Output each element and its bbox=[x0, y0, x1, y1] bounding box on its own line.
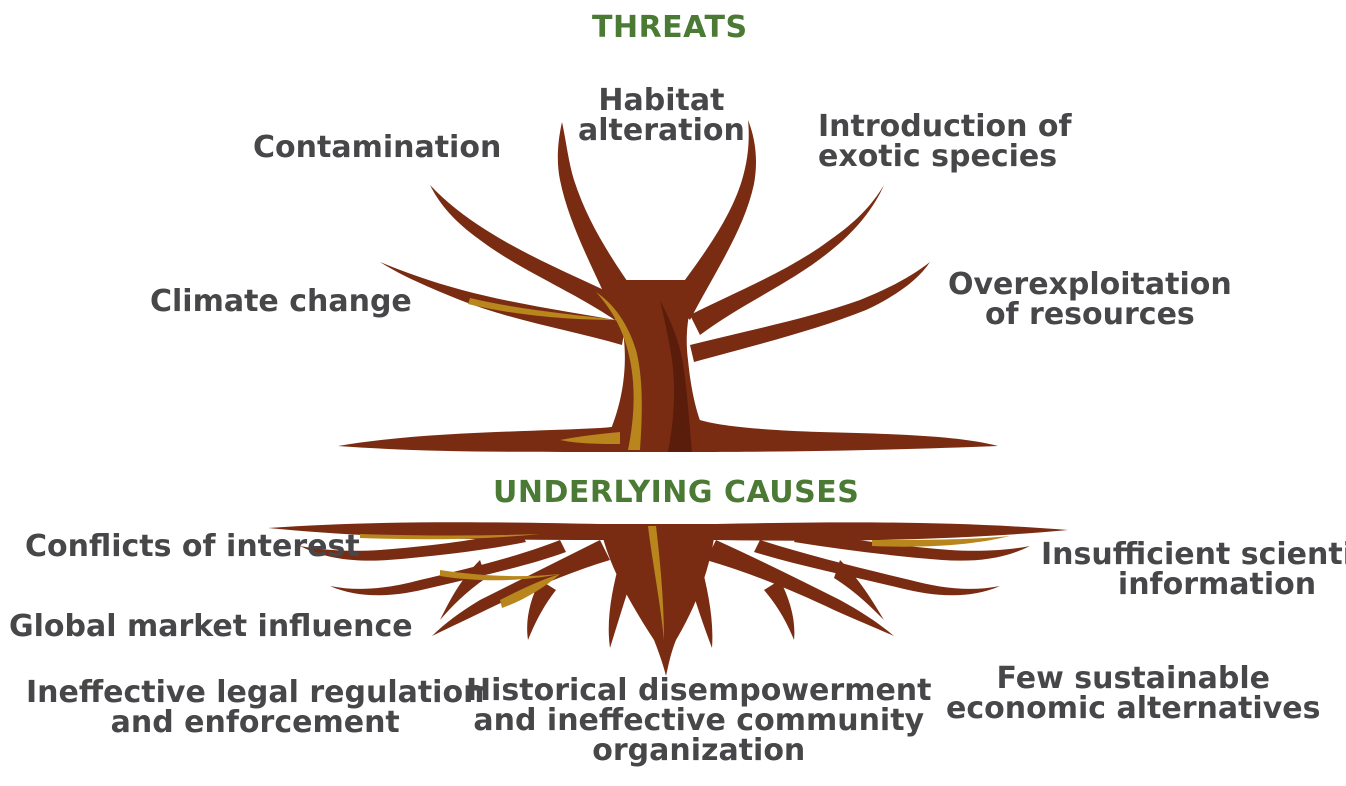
cause-ineffective-legal-regulation: Ineffective legal regulation and enforce… bbox=[26, 678, 484, 738]
threat-habitat-alteration: Habitat alteration bbox=[578, 86, 745, 146]
threat-habitat-line-2: alteration bbox=[578, 113, 745, 148]
cause-historical-line-1: Historical disempowerment bbox=[466, 673, 932, 708]
cause-conflicts-of-interest: Conflicts of interest bbox=[25, 529, 360, 564]
cause-insufficient-scientific-information: Insufficient scientific information bbox=[1041, 540, 1346, 600]
threat-overexploitation: Overexploitation of resources bbox=[948, 270, 1232, 330]
cause-legal-line-1: Ineffective legal regulation bbox=[26, 675, 485, 710]
root-system bbox=[268, 522, 1068, 676]
threat-contamination: Contamination bbox=[253, 130, 502, 165]
cause-economic-line-2: economic alternatives bbox=[946, 691, 1321, 726]
threat-exotic-line-1: Introduction of bbox=[818, 109, 1072, 144]
cause-scientific-line-2: information bbox=[1117, 567, 1317, 602]
cause-historical-line-2: and ineffective community bbox=[473, 703, 925, 738]
cause-few-sustainable-alternatives: Few sustainable economic alternatives bbox=[946, 664, 1320, 724]
threat-overexploitation-line-2: of resources bbox=[984, 297, 1195, 332]
tree-trunk-and-branches bbox=[338, 120, 998, 452]
threat-exotic-line-2: exotic species bbox=[818, 139, 1058, 174]
cause-legal-line-2: and enforcement bbox=[110, 705, 400, 740]
cause-global-market-influence: Global market influence bbox=[9, 609, 413, 644]
threat-exotic-species: Introduction of exotic species bbox=[818, 112, 1072, 172]
cause-historical-line-3: organization bbox=[592, 733, 806, 768]
underlying-causes-heading: UNDERLYING CAUSES bbox=[493, 475, 860, 510]
threat-habitat-line-1: Habitat bbox=[598, 83, 725, 118]
threat-climate-change: Climate change bbox=[150, 284, 412, 319]
threats-heading: THREATS bbox=[592, 10, 748, 45]
cause-scientific-line-1: Insufficient scientific bbox=[1041, 537, 1346, 572]
threat-overexploitation-line-1: Overexploitation bbox=[948, 267, 1232, 302]
cause-economic-line-1: Few sustainable bbox=[996, 661, 1270, 696]
cause-historical-disempowerment: Historical disempowerment and ineffectiv… bbox=[466, 676, 932, 766]
